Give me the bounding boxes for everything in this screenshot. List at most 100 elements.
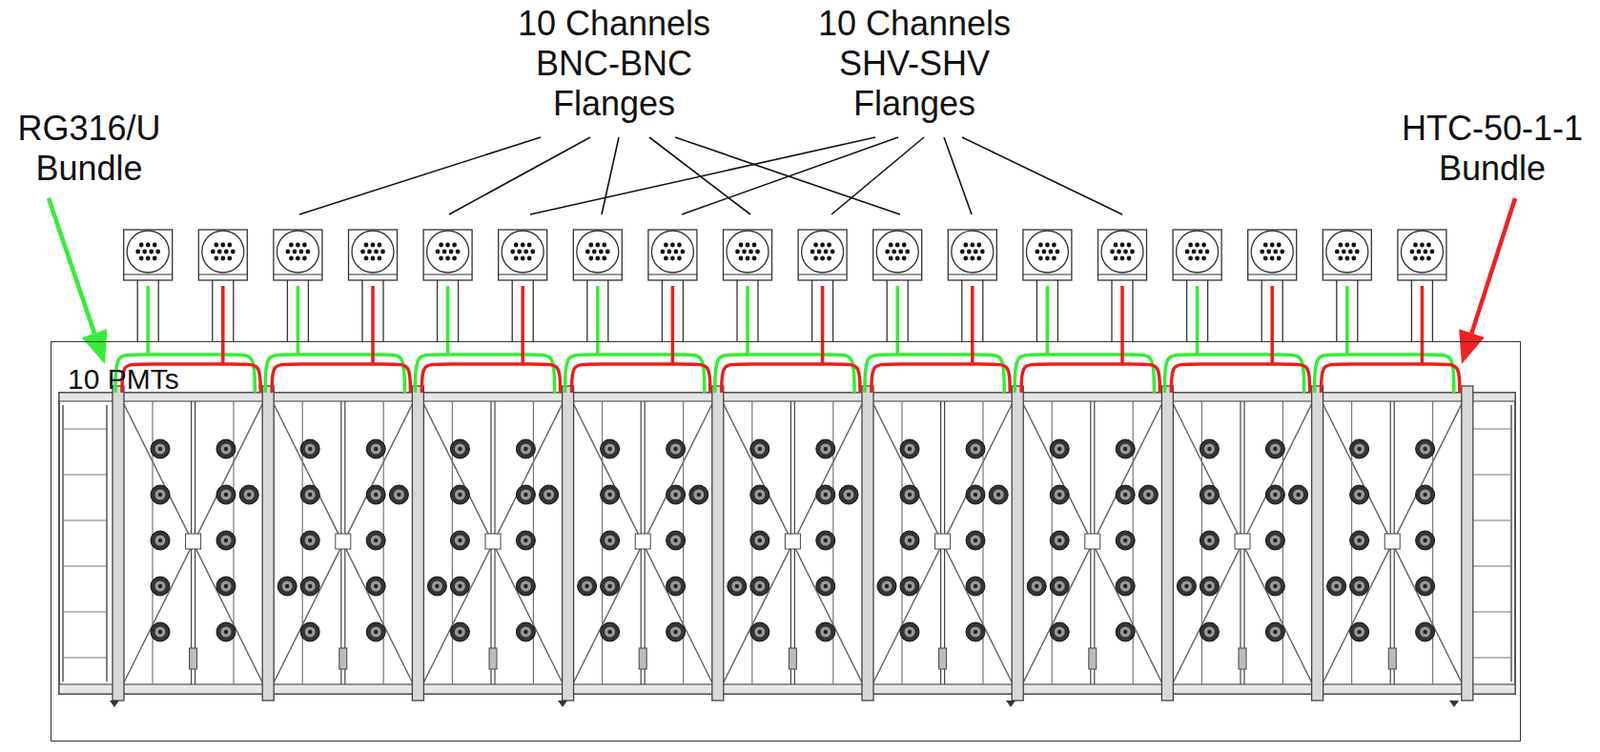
pmt-dot-ring bbox=[1120, 627, 1131, 638]
pmt-dot-core bbox=[1057, 584, 1062, 589]
frame-rail bbox=[59, 392, 1516, 402]
flange-pin bbox=[1334, 249, 1340, 255]
flange-pin bbox=[1351, 256, 1356, 262]
pmt-dot-ring bbox=[581, 581, 593, 593]
flange-face bbox=[1400, 230, 1443, 273]
flange-body bbox=[573, 229, 622, 281]
pmt-dot-core bbox=[1057, 538, 1062, 543]
pmt-dot-ring bbox=[1204, 490, 1215, 501]
flange-pin bbox=[377, 256, 383, 262]
leader-line bbox=[449, 137, 591, 215]
htc-cable bbox=[1270, 286, 1274, 365]
pmt-dot bbox=[450, 485, 470, 505]
flange-pin bbox=[813, 256, 819, 262]
pmt-dot-core bbox=[607, 492, 612, 497]
flange-pin bbox=[969, 243, 975, 248]
flange-pin bbox=[741, 249, 747, 255]
flange-pin bbox=[817, 249, 822, 255]
flange-body bbox=[1098, 229, 1148, 281]
pmt-dot-ring bbox=[1054, 444, 1066, 455]
flange-pin bbox=[449, 249, 454, 255]
pmt-dot bbox=[1115, 439, 1135, 459]
flange-pin bbox=[230, 249, 236, 255]
bundle-callout: HTC-50-1-1 Bundle bbox=[1390, 108, 1595, 189]
flange-stem bbox=[832, 280, 834, 342]
flange-body bbox=[123, 229, 173, 281]
end-rung bbox=[1468, 656, 1512, 658]
flange-face bbox=[276, 230, 319, 273]
flange-pin bbox=[370, 256, 376, 262]
pmt-dot-ring bbox=[604, 490, 616, 501]
flange-pin bbox=[527, 256, 533, 262]
pmt-dot bbox=[1199, 439, 1219, 459]
box-label: 10 PMTs bbox=[67, 363, 180, 396]
flange-pin bbox=[292, 249, 298, 255]
pmt-dot-ring bbox=[1419, 535, 1431, 547]
pmt-dot bbox=[1350, 576, 1370, 596]
pmt-dot bbox=[539, 485, 559, 505]
flange-pin bbox=[1042, 249, 1047, 255]
pmt-dot-core bbox=[457, 538, 462, 543]
cross-brace bbox=[723, 404, 862, 683]
flange-body bbox=[498, 229, 548, 281]
flange-pin bbox=[585, 249, 591, 255]
center-hub bbox=[1384, 533, 1400, 550]
flange-edge bbox=[1248, 273, 1297, 275]
flange-pin bbox=[1276, 243, 1282, 248]
pmt-dot-ring bbox=[604, 627, 616, 638]
pmt-dot-ring bbox=[820, 581, 831, 593]
pmt-dot-ring bbox=[970, 535, 982, 547]
pmt-dot-core bbox=[1207, 538, 1211, 543]
pmt-dot-core bbox=[158, 630, 163, 635]
pmt-dot bbox=[389, 485, 409, 505]
pmt-dot-ring bbox=[1331, 581, 1342, 593]
pmt-dot bbox=[216, 485, 236, 505]
flange-stem bbox=[907, 280, 909, 342]
flange-pin bbox=[520, 243, 526, 248]
flange-pin bbox=[960, 249, 965, 255]
flange-pin bbox=[1055, 249, 1061, 255]
pmt-dot bbox=[900, 622, 920, 642]
pmt-dot-core bbox=[523, 447, 528, 452]
pmt-dot bbox=[839, 485, 859, 505]
flange-pin bbox=[1416, 249, 1422, 255]
pmt-dot bbox=[1415, 485, 1436, 505]
flange-stem bbox=[232, 280, 234, 342]
pmt-dot-ring bbox=[820, 444, 831, 455]
rg316-cable bbox=[864, 354, 1005, 393]
flange-pin bbox=[513, 243, 519, 248]
flange-pin bbox=[1048, 249, 1054, 255]
pmt-dot-ring bbox=[904, 535, 916, 547]
pmt-dot-core bbox=[607, 538, 612, 543]
end-rung bbox=[62, 656, 107, 658]
pmt-dot bbox=[666, 576, 686, 596]
section-bar bbox=[411, 386, 424, 701]
leader-line bbox=[681, 137, 899, 215]
rg316-cable bbox=[1014, 354, 1154, 393]
pmt-dot-core bbox=[307, 447, 312, 452]
flange-pin bbox=[884, 249, 890, 255]
pmt-dot bbox=[300, 485, 320, 505]
rg316-cable bbox=[414, 354, 554, 393]
flange-stem bbox=[1057, 280, 1059, 342]
pmt-dot-ring bbox=[1270, 581, 1281, 593]
pmt-dot-core bbox=[1057, 447, 1062, 452]
pmt-dot-ring bbox=[454, 444, 466, 455]
pmt-dot bbox=[300, 622, 320, 642]
rod-clamp bbox=[638, 648, 647, 670]
pmt-dot-core bbox=[973, 492, 978, 497]
pmt-dot-ring bbox=[754, 490, 765, 501]
pmt-dot-core bbox=[457, 584, 462, 589]
flange-edge bbox=[1172, 273, 1222, 275]
pmt-dot-ring bbox=[1353, 490, 1365, 501]
pmt-dot-core bbox=[584, 584, 589, 589]
flange-pin bbox=[745, 256, 751, 262]
pmt-dot-core bbox=[996, 492, 1001, 497]
pmt-dot-core bbox=[697, 492, 701, 497]
pmt-dot-ring bbox=[155, 627, 166, 638]
pmt-dot-ring bbox=[1120, 535, 1131, 547]
pmt-dot bbox=[1049, 622, 1069, 642]
pmt-dot-ring bbox=[155, 581, 166, 593]
pmt-dot bbox=[1138, 485, 1158, 505]
end-rung bbox=[62, 519, 107, 521]
